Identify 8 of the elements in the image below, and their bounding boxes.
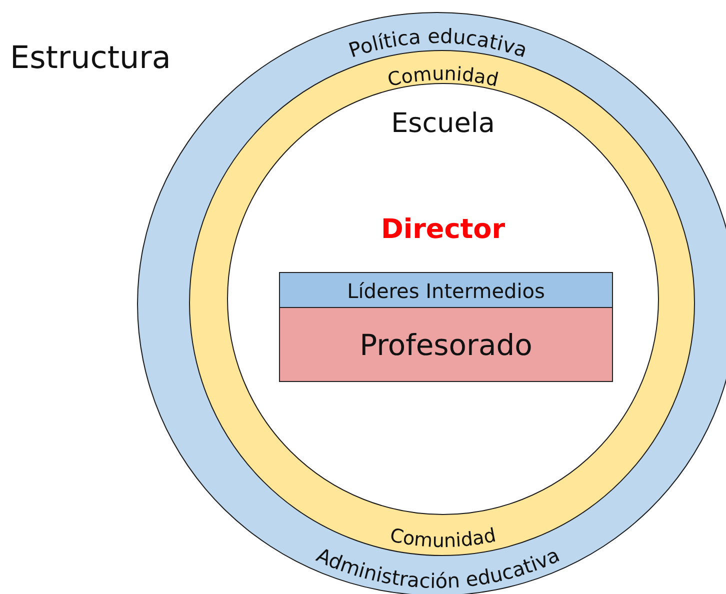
leaders-box: Líderes Intermedios <box>279 272 613 309</box>
ring-label: Comunidad <box>388 524 498 552</box>
diagram-title: Estructura <box>10 40 171 76</box>
teachers-box: Profesorado <box>279 307 613 382</box>
ring-label: Política educativa <box>346 24 530 62</box>
ring-label: Comunidad <box>386 62 500 92</box>
school-label: Escuela <box>390 108 496 139</box>
director-label: Director <box>380 214 506 245</box>
